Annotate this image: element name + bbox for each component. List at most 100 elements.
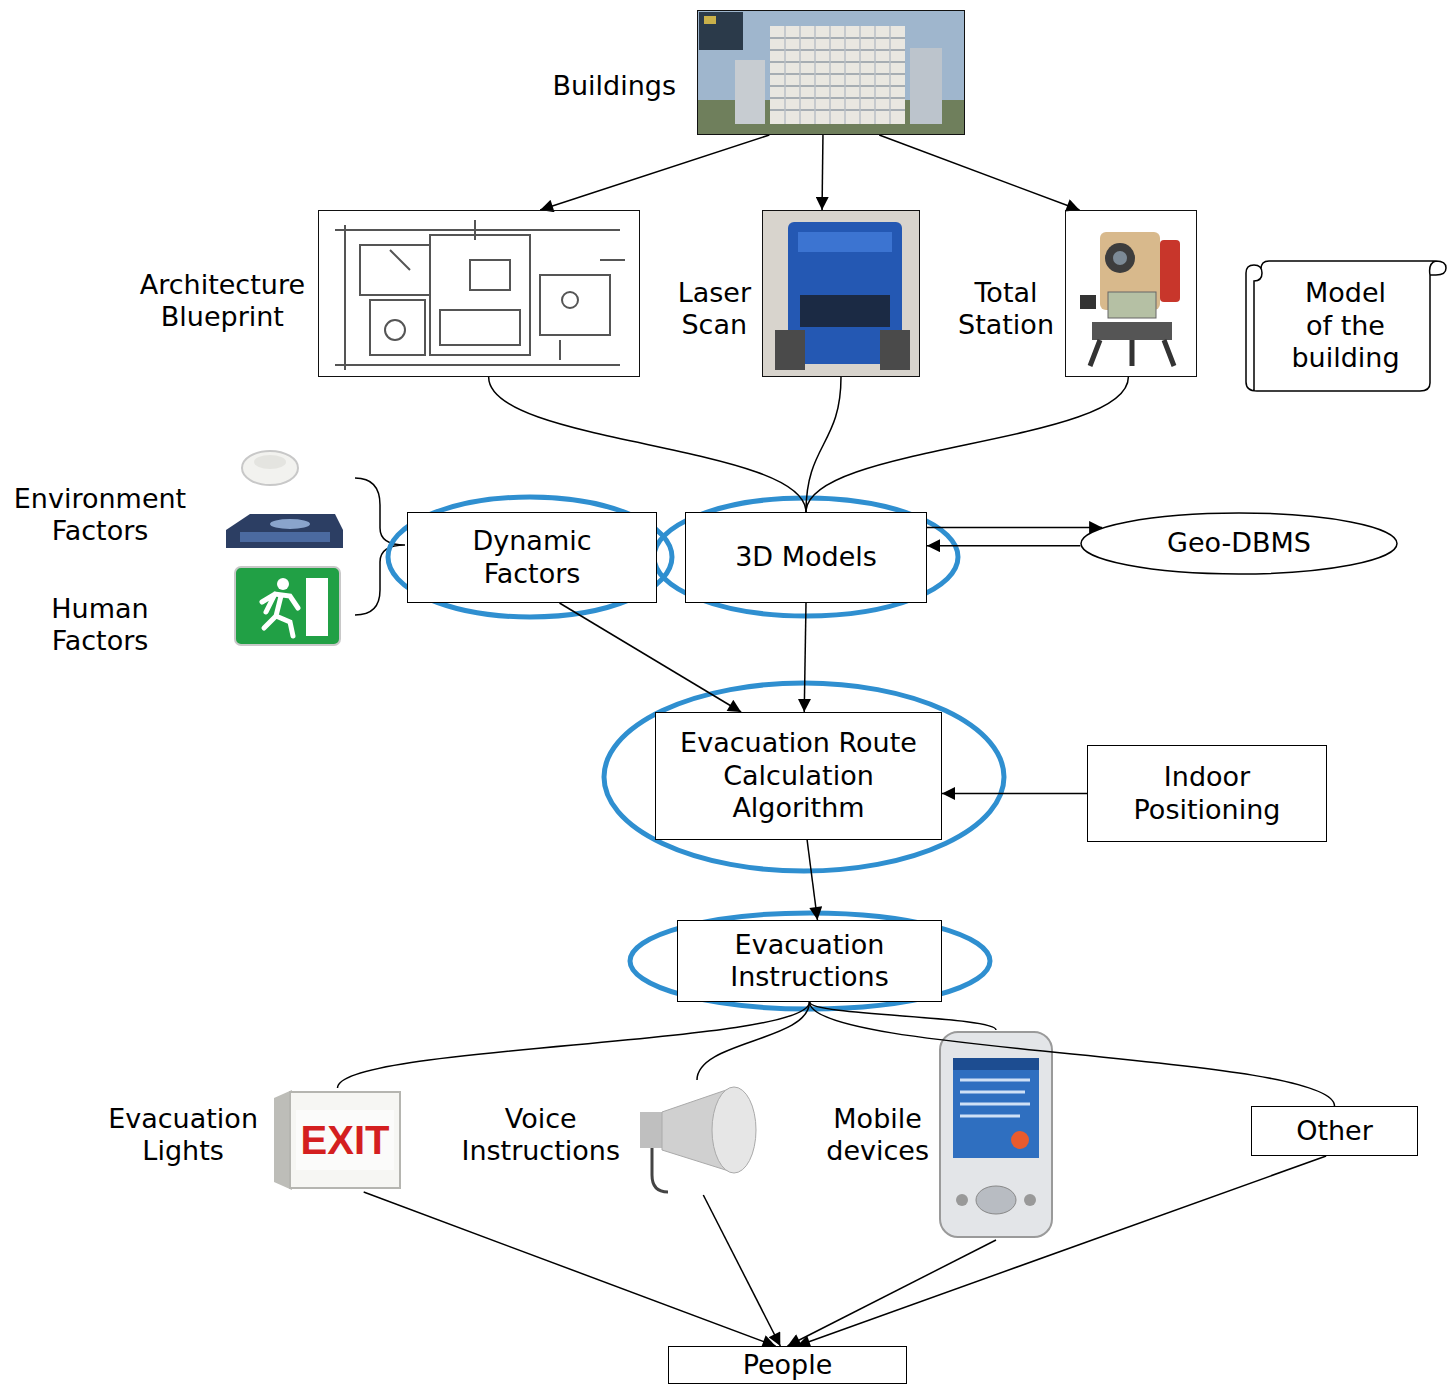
horn-speaker-photo: [652, 1148, 668, 1192]
pda-photo: [960, 1080, 1030, 1116]
node-text: Indoor Positioning: [1097, 761, 1317, 826]
laser-scanner-photo: [800, 295, 890, 327]
node-text: Other: [1296, 1115, 1373, 1147]
connector-arrow: [942, 793, 1087, 795]
connector-arrow: [821, 135, 823, 210]
node-text: Dynamic Factors: [437, 525, 627, 590]
scroll-outline: [1246, 261, 1446, 391]
process-box: People: [668, 1346, 907, 1384]
blueprint-drawing: [470, 260, 510, 290]
laser-scanner-photo: [763, 211, 919, 376]
horn-speaker-photo: [640, 1112, 664, 1148]
camera-icon: [270, 519, 310, 529]
node-text: Geo-DBMS: [1167, 527, 1311, 559]
camera-icon: [226, 514, 343, 548]
connector-line: [810, 1002, 1335, 1106]
node-text: People: [743, 1349, 833, 1381]
connector-line: [806, 377, 841, 512]
blueprint-drawing: [385, 320, 405, 340]
process-box: 3D Models: [685, 512, 927, 603]
node-text: Evacuation Route Calculation Algorithm: [665, 727, 932, 824]
focus-ellipses: [654, 498, 958, 616]
laser-scan-image: Laser Scan: [762, 210, 920, 377]
connector-line: [489, 377, 806, 512]
focus-ellipses: [388, 497, 672, 617]
process-box: Indoor Positioning: [1087, 745, 1327, 842]
database-ellipse: Geo-DBMS: [1080, 512, 1398, 575]
factor-label: Environment Factors: [14, 483, 186, 548]
connector-arrow: [703, 1195, 780, 1346]
building-photo: [697, 10, 965, 135]
building-photo: [699, 12, 743, 50]
total-station-photo: [1092, 322, 1172, 340]
connector-arrow: [540, 135, 769, 210]
connector-arrow: [804, 603, 806, 712]
factors-brace: [355, 478, 405, 615]
process-box: Evacuation Route Calculation Algorithm: [655, 712, 942, 840]
connector-arrow: [560, 603, 742, 712]
total-station-photo: [1066, 211, 1196, 376]
blueprint-drawing: [319, 211, 639, 376]
ellipse-outline: [1081, 513, 1397, 574]
building-photo: [785, 26, 890, 124]
building-photo: [770, 38, 905, 110]
blueprint-drawing: [319, 211, 639, 376]
connector-arrow: [797, 1156, 1326, 1346]
total-station-photo: [1066, 211, 1196, 376]
blueprint-drawing: [540, 275, 610, 335]
building-photo: [735, 60, 765, 124]
image-label: Architecture Blueprint: [140, 269, 305, 334]
process-box: Evacuation Instructions: [677, 920, 942, 1002]
laser-scanner-photo: [880, 330, 910, 370]
connector-line: [806, 377, 1128, 512]
image-label: Mobile devices: [826, 1103, 929, 1168]
focus-ellipses: [630, 913, 990, 1009]
pda-photo: [976, 1186, 1016, 1214]
exit-sign-icon: [277, 578, 289, 590]
connector-arrow: [807, 840, 817, 920]
connector-arrow: [879, 135, 1079, 210]
image-label: Laser Scan: [678, 277, 751, 342]
process-box: Other: [1251, 1106, 1418, 1156]
laser-scanner-photo: [775, 330, 805, 370]
image-label: Buildings: [552, 70, 676, 102]
connector-arrow: [927, 527, 1102, 529]
image-label: Evacuation Lights: [108, 1103, 258, 1168]
factor-label: Human Factors: [51, 593, 148, 658]
exit-sign-icon: [235, 567, 340, 645]
exit-sign-icon: [235, 567, 340, 645]
scroll-note: Model of the building: [1243, 255, 1448, 397]
blueprint-image: Architecture Blueprint: [318, 210, 640, 377]
connector-arrow: [788, 1240, 997, 1346]
exit-light-photo: [274, 1090, 400, 1190]
connector-line: [810, 1002, 997, 1030]
laser-scanner-photo: [763, 211, 919, 376]
total-station-photo: [1090, 340, 1174, 366]
focus-ellipses: [604, 683, 1004, 871]
pda-photo: [940, 1032, 1052, 1237]
connector-line: [697, 1002, 810, 1080]
node-text: Evacuation Instructions: [687, 929, 932, 994]
exit-sign-icon: [306, 578, 328, 636]
image-label: Total Station: [958, 277, 1054, 342]
blueprint-drawing: [335, 220, 625, 370]
pda-photo: [953, 1058, 1039, 1158]
building-photo: [910, 48, 942, 124]
connector-arrow: [927, 545, 1080, 547]
blueprint-drawing: [440, 310, 520, 345]
total-station-photo: [1105, 243, 1135, 273]
total-station-photo: [1080, 295, 1096, 309]
exit-sign-icon: [262, 594, 298, 636]
pda-photo: [953, 1058, 1039, 1070]
node-text: 3D Models: [735, 541, 877, 573]
horn-speaker-photo: [712, 1087, 756, 1173]
focus-ellipses: [388, 497, 1004, 1009]
laser-scanner-photo: [798, 232, 892, 252]
camera-icon: [240, 532, 330, 542]
pda-photo: [956, 1194, 968, 1206]
node-text: Model of the building: [1290, 277, 1402, 374]
smoke-detector-icon: [242, 451, 298, 485]
speaker-image: Voice Instructions: [634, 1080, 760, 1195]
